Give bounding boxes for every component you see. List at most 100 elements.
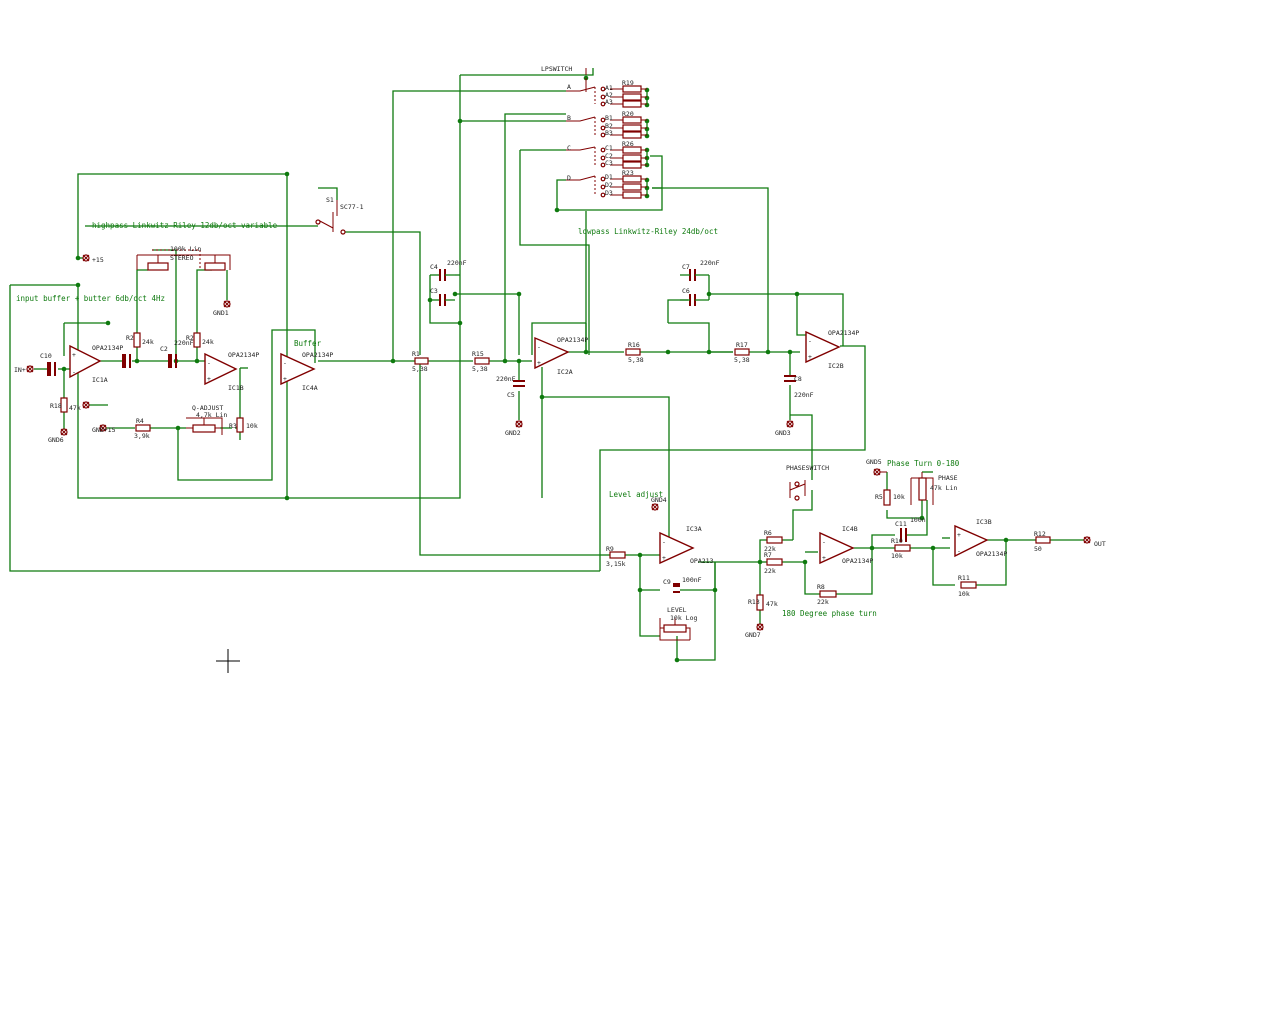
label-q-adjust: Q-ADJUST (192, 404, 223, 412)
label-b1: B1 (605, 114, 613, 122)
resistor-r4 (135, 424, 151, 432)
label-r11: R11 (958, 574, 970, 582)
label-ic2b: IC2B (828, 362, 844, 370)
label-c4-val: 220nF (447, 259, 467, 267)
capacitor-c2 (168, 354, 177, 368)
label-r7-val: 22k (764, 567, 776, 575)
svg-text:+: + (283, 375, 287, 383)
svg-text:+: + (808, 353, 812, 361)
resistor-r9 (609, 551, 626, 559)
label-gnd3: GND3 (775, 429, 791, 437)
label-r8-val: 22k (817, 598, 829, 606)
label-opa-ic2a: OPA2134P (557, 336, 588, 344)
opamp-ic4a (280, 352, 316, 386)
ground-gnd5 (873, 468, 887, 476)
resistor-r7 (766, 558, 783, 566)
svg-text:+: + (957, 531, 961, 539)
label-r1: R1 (412, 350, 420, 358)
label-ic2a: IC2A (557, 368, 573, 376)
label-c3b: C3 (605, 159, 613, 167)
label-r16: R16 (628, 341, 640, 349)
label-stereo-name: STEREO (170, 254, 194, 262)
label-r18-val: 47k (69, 404, 81, 412)
switch-s1 (315, 200, 346, 235)
label-c7-val: 220nF (700, 259, 720, 267)
label-c2-val: 220nF (174, 339, 194, 347)
pot-phase (918, 477, 927, 501)
label-ic3b: IC3B (976, 518, 992, 526)
note-level: Level adjust (609, 490, 663, 499)
label-r13-val: 47k (766, 600, 778, 608)
label-r10-val: 10k (891, 552, 903, 560)
note-input-buffer: input buffer + butter 6db/oct 4Hz (16, 294, 165, 303)
resistor-r3 (236, 417, 244, 433)
label-opa-ic4a: OPA2134P (302, 351, 333, 359)
label-r15-val: 5,38 (472, 365, 488, 373)
resistor-r2b (193, 332, 201, 348)
label-r10: R10 (891, 537, 903, 545)
opamp-ic4b (819, 531, 855, 565)
svg-text:-: - (822, 538, 826, 546)
opamp-ic2a (534, 336, 570, 370)
label-gnd5: GND5 (866, 458, 882, 466)
label-r2b: R2 (186, 334, 194, 342)
label-r12-val: 50 (1034, 545, 1042, 553)
label-opa-ic2b: OPA2134P (828, 329, 859, 337)
label-sw-a: A (567, 83, 571, 91)
pot-level (663, 624, 687, 633)
ground-gnd-p15 (99, 424, 107, 432)
label-level-val: 10k Log (670, 614, 697, 622)
label-r4-val: 3,9k (134, 432, 150, 440)
label-ic3a: IC3A (686, 525, 702, 533)
label-r2-val: 24k (142, 338, 154, 346)
label-gnd2: GND2 (505, 429, 521, 437)
svg-text:+: + (662, 554, 666, 562)
label-sw-c: C (567, 144, 571, 152)
label-b2: B2 (605, 122, 613, 130)
label-ic4b: IC4B (842, 525, 858, 533)
capacitors (47, 269, 907, 593)
label-c7: C7 (682, 263, 690, 271)
crosshair-cursor (216, 649, 240, 673)
label-c6: C6 (682, 287, 690, 295)
label-b3: B3 (605, 129, 613, 137)
pots-switches (136, 68, 934, 641)
label-level-pot: LEVEL (667, 606, 687, 614)
label-r16-val: 5,38 (628, 356, 644, 364)
opamp-ic1a (69, 344, 102, 379)
label-r19: R19 (622, 79, 634, 87)
label-p15: +15 (92, 256, 104, 264)
resistor-r11 (960, 581, 977, 589)
label-r6: R6 (764, 529, 772, 537)
resistor-r10 (894, 544, 911, 552)
label-r8: R8 (817, 583, 825, 591)
label-cc2: C2 (605, 152, 613, 160)
resistor-r18 (60, 397, 68, 413)
pot-q-adjust (192, 424, 216, 433)
label-r20: R20 (622, 110, 634, 118)
label-r2b-val: 24k (202, 338, 214, 346)
capacitor-c11 (900, 528, 907, 542)
label-opa-ic3a: OPA213 (690, 557, 714, 565)
capacitor-c6 (689, 294, 696, 306)
label-c1: C1 (605, 144, 613, 152)
label-gnd4: GND4 (651, 496, 667, 504)
resistor-r5 (883, 489, 891, 506)
label-r7: R7 (764, 551, 772, 559)
label-phase-val: 47k Lin (930, 484, 957, 492)
svg-text:+: + (537, 359, 541, 367)
label-c8-val: 220nF (794, 391, 814, 399)
ground-gnd6 (60, 428, 68, 436)
label-d2: D2 (605, 181, 613, 189)
note-phase-turn: Phase Turn 0-180 (887, 459, 960, 468)
svg-text:-: - (957, 547, 961, 555)
label-in: IN+ (14, 366, 26, 374)
terminal-out (1083, 536, 1091, 544)
label-opa-ic4b: OPA2134P (842, 557, 873, 565)
ground-gnd1 (223, 300, 231, 308)
svg-text:+: + (207, 375, 211, 383)
resistor-r13 (756, 594, 764, 611)
label-r13: R13 (748, 598, 760, 606)
svg-text:-: - (207, 359, 211, 367)
